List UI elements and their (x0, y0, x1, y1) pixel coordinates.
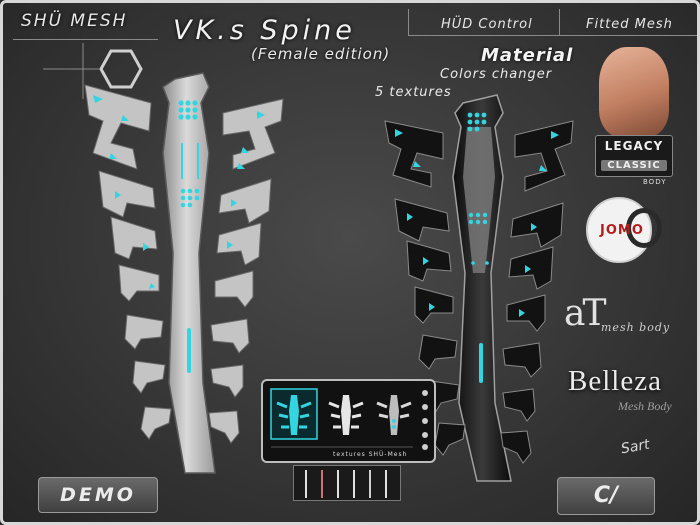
hud-control-label: HÜD Control (441, 17, 533, 32)
fitted-mesh-body-image (599, 47, 669, 137)
hud-caption: textures SHÜ-Mesh (333, 451, 407, 458)
hud-texture-swatches (270, 388, 428, 450)
legacy-logo: LEGACY CLASSIC (595, 135, 673, 177)
textures-count-label: 5 textures (375, 85, 452, 100)
spine-artwork (43, 43, 574, 482)
hud-divider-left (408, 9, 409, 35)
jomo-logo-text: JOMO (600, 223, 644, 238)
at-mesh-body-subtitle: mesh body (601, 321, 671, 334)
spine-black (384, 94, 574, 482)
colors-changer-label: Colors changer (440, 67, 553, 82)
at-mesh-body-logo: aT (564, 293, 607, 334)
jomo-dragon-icon (626, 208, 662, 248)
hud-thumbnail-strip (293, 465, 401, 501)
hud-thumbnail-swatches (305, 470, 387, 498)
spine-silver (84, 72, 284, 474)
material-label: Material (481, 45, 574, 66)
hud-caption-sub: SHÜ-Mesh (368, 451, 408, 458)
hud-divider-right (559, 9, 560, 35)
legacy-subtitle: CLASSIC (601, 160, 667, 171)
brand-divider (13, 39, 158, 40)
legacy-title: LEGACY (604, 139, 664, 153)
product-title: VK.s Spine (173, 15, 356, 46)
belleza-subtitle: Mesh Body (618, 399, 672, 413)
hud-preview (261, 379, 436, 463)
legacy-body-text: BODY (643, 178, 667, 186)
header-divider (408, 35, 697, 36)
belleza-logo: Belleza (568, 365, 662, 397)
cv-button[interactable]: C/ (557, 477, 655, 515)
brand-logo: SHÜ MESH (21, 11, 128, 31)
product-subtitle: (Female edition) (251, 45, 391, 63)
fitted-mesh-label: Fitted Mesh (586, 17, 673, 32)
hexagon-icon (43, 43, 143, 99)
hud-caption-title: textures (333, 451, 366, 458)
demo-button[interactable]: DEMO (38, 477, 158, 513)
